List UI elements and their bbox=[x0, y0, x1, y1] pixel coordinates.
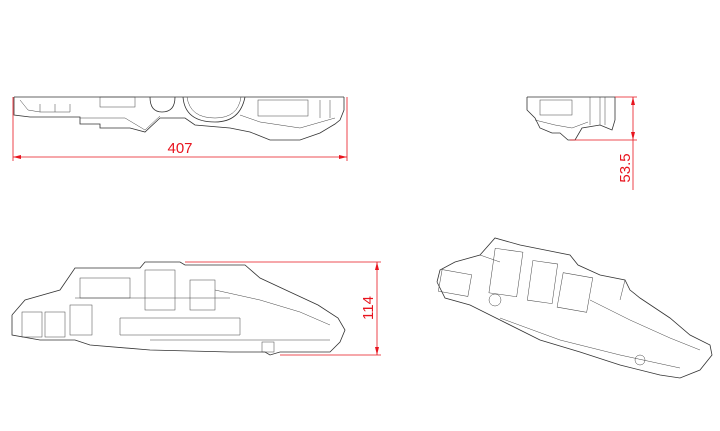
front-view bbox=[11, 261, 346, 356]
isometric-view bbox=[436, 237, 713, 379]
top-view bbox=[13, 96, 345, 141]
dimension-side-height-label: 53.5 bbox=[617, 153, 634, 182]
dimension-front-height: 114 bbox=[185, 261, 381, 356]
dimension-front-height-label: 114 bbox=[360, 296, 377, 320]
side-view bbox=[526, 96, 616, 141]
dimension-length-label: 407 bbox=[167, 140, 192, 157]
dimension-length: 407 bbox=[12, 97, 348, 161]
dimension-side-height: 53.5 bbox=[570, 96, 637, 190]
